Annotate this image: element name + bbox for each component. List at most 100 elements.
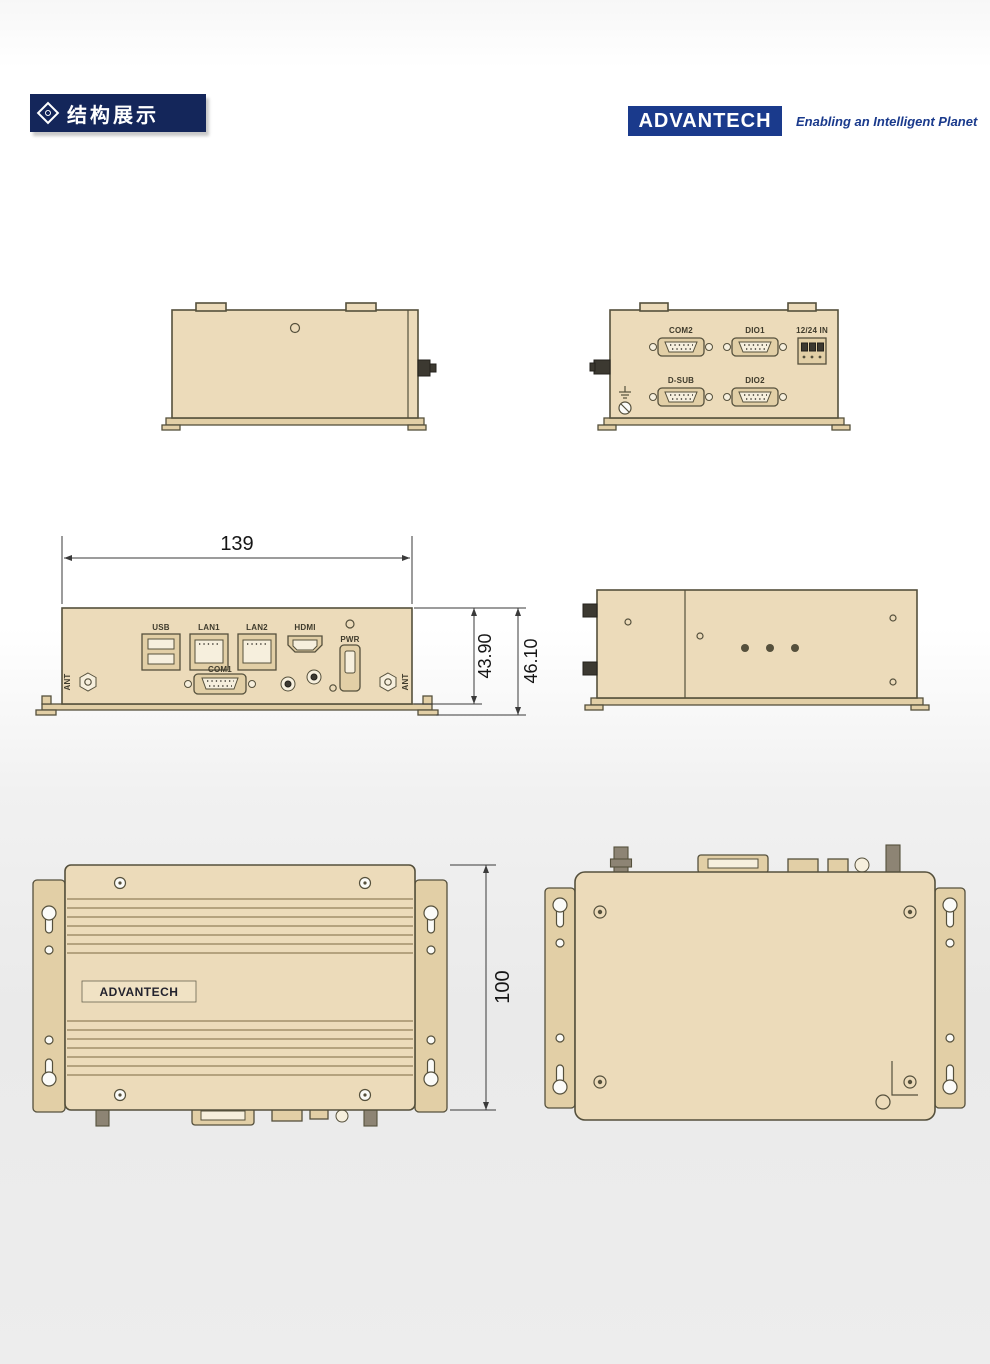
label-lan1: LAN1	[198, 623, 220, 632]
brand-tagline: Enabling an Intelligent Planet	[796, 113, 978, 129]
base-plate	[41, 703, 433, 711]
side-view-left	[161, 302, 437, 431]
diamond-inner-icon	[43, 108, 53, 118]
top-view: ADVANTECH 100	[32, 864, 514, 1127]
chassis-body	[596, 589, 918, 699]
front-drawing: ANT USB LAN1 LAN2	[35, 607, 439, 716]
base-plate	[165, 417, 425, 426]
audio-jacks	[280, 669, 337, 692]
dim-depth-label: 100	[492, 970, 514, 1003]
heatsink-fins-lower	[67, 1020, 413, 1076]
label-pwr: PWR	[340, 635, 359, 644]
ground-screw	[618, 386, 632, 415]
label-hdmi: HDMI	[294, 623, 315, 632]
dim-width-label: 139	[220, 533, 253, 555]
top-drawing: ADVANTECH	[32, 864, 448, 1127]
front-view: 139 ANT USB LAN1	[35, 533, 541, 716]
antenna-connector	[417, 359, 437, 377]
antenna-connector	[589, 359, 611, 375]
power-terminal-block: 12/24 IN	[796, 326, 828, 365]
antenna-nut	[609, 858, 633, 868]
label-lan2: LAN2	[246, 623, 268, 632]
label-ant-right: ANT	[401, 673, 410, 690]
bracket-ear-left	[41, 695, 52, 705]
antenna-stub	[885, 844, 901, 874]
rear-view: COM2 DIO1 12/24 IN	[589, 302, 851, 431]
foot-left	[35, 709, 57, 716]
vent-holes	[741, 644, 799, 652]
foot-right	[831, 424, 851, 431]
label-dio2: DIO2	[745, 376, 765, 385]
label-dio1: DIO1	[745, 326, 765, 335]
dim-body-height-label: 43.90	[475, 633, 495, 678]
reset-hole	[329, 684, 337, 692]
foot-right	[910, 704, 930, 711]
connector-outline	[827, 858, 849, 874]
foot-left	[597, 424, 617, 431]
label-ant-left: ANT	[63, 673, 72, 690]
power-switch: PWR	[339, 619, 361, 692]
dim-overall-height-label: 46.10	[521, 638, 541, 683]
advantech-logo: ADVANTECH	[628, 106, 782, 136]
dsub-connector-com2: COM2	[649, 326, 713, 357]
bottom-screws	[593, 905, 917, 1089]
antenna-connector-bottom	[582, 661, 598, 676]
section-title: 结构展示	[67, 104, 159, 127]
mount-bracket-right	[934, 887, 966, 1109]
top-tab	[639, 302, 669, 312]
side-view-right	[582, 589, 930, 711]
foot-right	[417, 709, 439, 716]
label-usb: USB	[152, 623, 170, 632]
usb-ports: USB	[141, 623, 181, 671]
dc-jack-outline	[335, 1109, 349, 1123]
lan2-port: LAN2	[237, 623, 277, 671]
power-led	[345, 619, 355, 629]
mount-bracket-left	[32, 879, 66, 1113]
screw-hole	[289, 322, 301, 334]
mount-bracket-right	[414, 879, 448, 1113]
top-tab	[345, 302, 377, 312]
top-tab	[787, 302, 817, 312]
hdmi-port: HDMI	[287, 623, 323, 653]
base-plate	[590, 697, 924, 706]
advantech-logo-text: ADVANTECH	[638, 109, 772, 132]
foot-left	[161, 424, 181, 431]
bottom-view	[544, 844, 966, 1121]
dimension-body-height: 43.90	[414, 607, 526, 705]
l-shaped-marking	[875, 1061, 918, 1110]
diamond-icon	[36, 101, 60, 125]
chassis-body	[171, 309, 419, 419]
bracket-ear-right	[422, 695, 433, 705]
dimension-depth: 100	[450, 864, 514, 1111]
top-brand-text: ADVANTECH	[100, 985, 179, 999]
label-dsub: D-SUB	[668, 376, 694, 385]
dimension-width: 139	[61, 533, 413, 604]
side-left-drawing	[161, 302, 437, 431]
label-power-in: 12/24 IN	[796, 326, 828, 335]
brand-plate: ADVANTECH	[81, 980, 197, 1003]
section-title-banner: 结构展示	[30, 94, 206, 132]
side-right-drawing	[582, 589, 930, 711]
dsub-connector-dio1: DIO1	[723, 326, 787, 357]
antenna-connector-top	[582, 603, 598, 618]
front-edge-connectors	[95, 1107, 378, 1127]
label-com1: COM1	[208, 665, 232, 674]
dsub-connector-3: D-SUB	[649, 376, 713, 407]
lan1-port: LAN1	[189, 623, 229, 671]
connector-outline	[787, 858, 819, 874]
base-plate	[603, 417, 845, 426]
chassis-bottom	[574, 871, 936, 1121]
cover-screws	[113, 876, 372, 1102]
label-com2: COM2	[669, 326, 693, 335]
foot-right	[407, 424, 427, 431]
antenna-mount-left: ANT	[63, 672, 97, 692]
brand-block: ADVANTECH Enabling an Intelligent Planet	[628, 106, 977, 136]
rear-drawing: COM2 DIO1 12/24 IN	[589, 302, 851, 431]
mount-bracket-left	[544, 887, 576, 1109]
dsub-connector-com1: COM1	[184, 665, 256, 695]
dc-jack-outline	[854, 857, 870, 873]
antenna-mount-right: ANT	[379, 672, 410, 692]
foot-left	[584, 704, 604, 711]
top-edge-connectors	[609, 844, 901, 874]
